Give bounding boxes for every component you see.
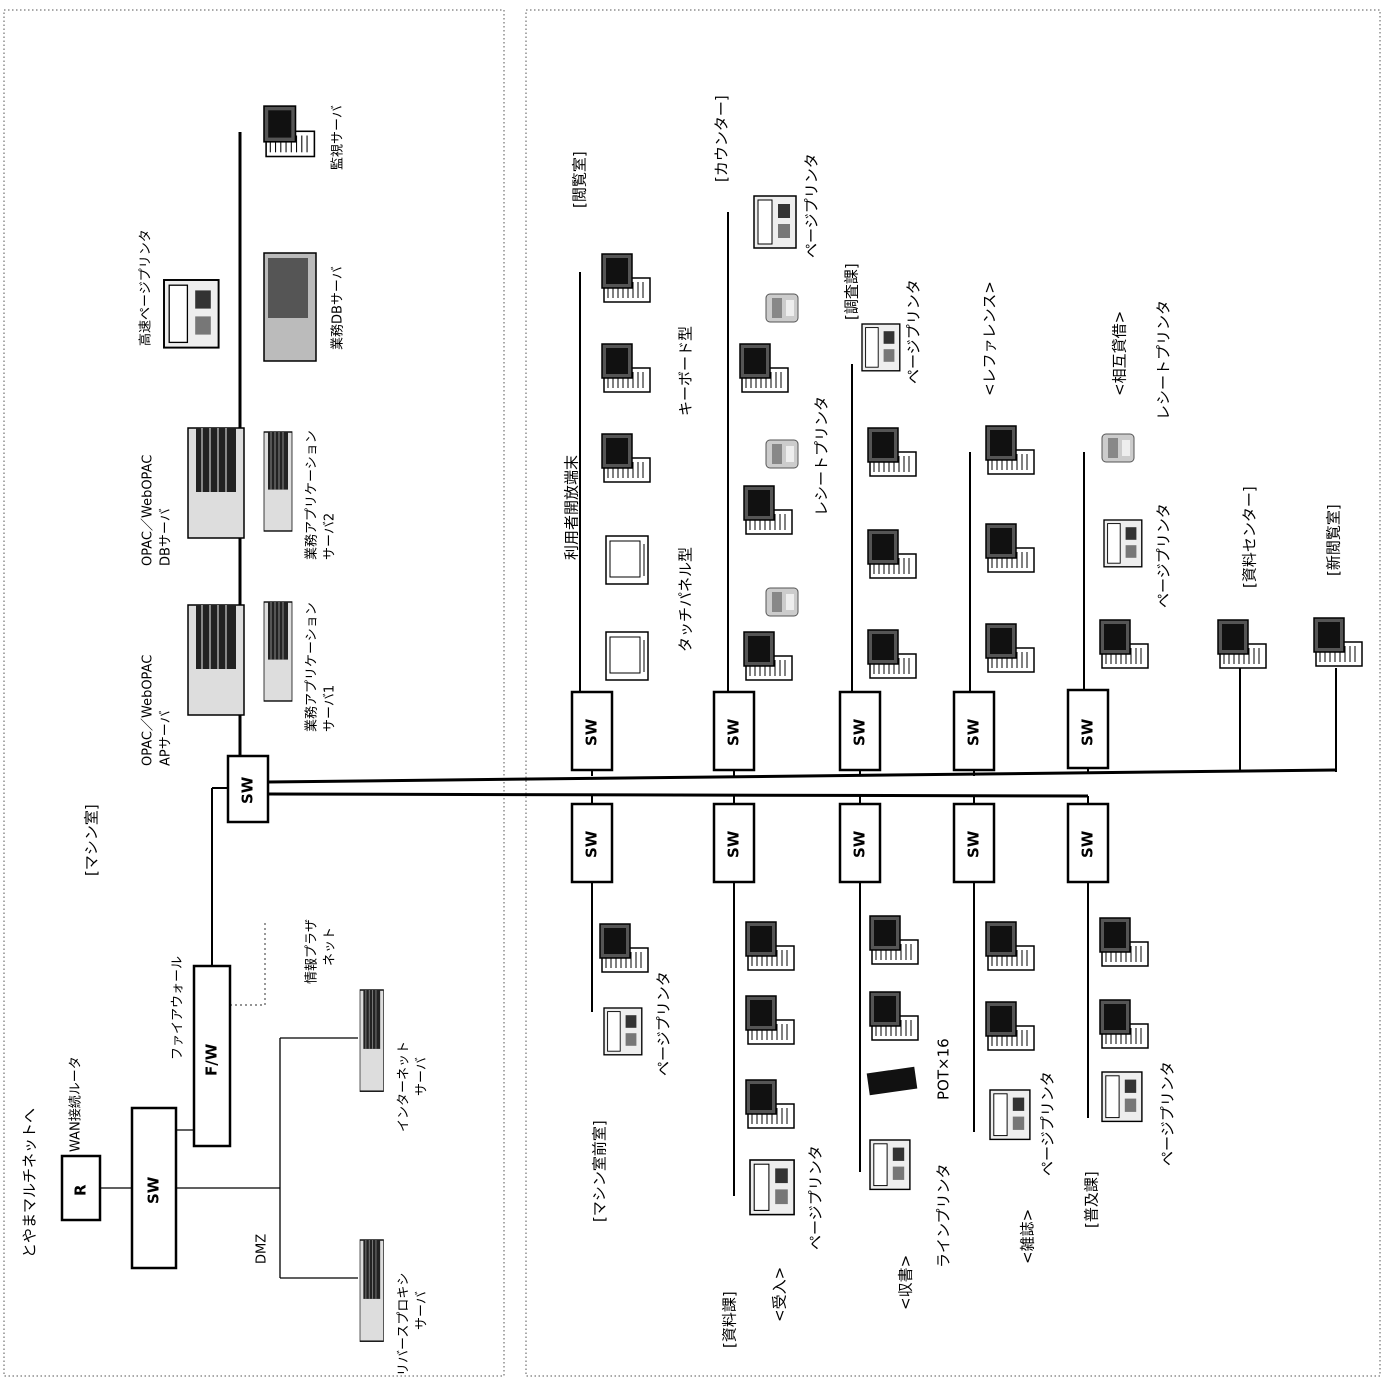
sw-reference-label: SW [965,718,983,746]
app2-2: サーバ2 [323,513,338,560]
info-plaza-1: 情報プラザ [305,919,320,984]
ill-devices [1099,433,1149,669]
touch-type-label: タッチパネル型 [677,547,695,652]
gyomu-db-server [263,252,317,362]
edge-switch [130,1106,178,1270]
ukeire-devices [745,921,795,1216]
sw-research-label: SW [851,718,869,746]
wan-router-label: WAN接続ルータ [68,1056,84,1152]
opac-ap-server [187,604,245,716]
research-page-printer: ページプリンタ [905,279,923,384]
machine-front-page-printer: ページプリンタ [655,971,673,1076]
keyboard-type-label: キーボード型 [677,326,695,416]
opac-ap-2: APサーバ [159,710,174,766]
sw-ukeire-label: SW [725,830,743,858]
reading-room-title: [閲覧室] [571,151,589,208]
shusho-title: <収書> [897,1255,915,1310]
zasshi-devices [985,921,1035,1141]
machine-room-title: [マシン室] [83,804,101,876]
internet-server-2: サーバ [415,1057,430,1096]
high-speed-printer [163,279,220,349]
opac-db-2: DBサーバ [159,508,174,566]
counter-devices [739,195,799,681]
sw-machine-front-label: SW [583,830,601,858]
counter-receipt-printer: レシートプリンタ [813,396,831,516]
opac-ap-1: OPAC／WebOPAC [141,655,156,766]
core-switch [226,754,270,824]
center-devices [1217,617,1363,669]
shusho-devices [866,915,919,1191]
monitor-server [263,105,316,158]
counter-page-printer: ページプリンタ [803,153,821,258]
user-terminals-label: 利用者開放端末 [563,455,581,560]
reference-devices [985,425,1035,673]
doc-center-title: [資料センター] [1241,486,1259,588]
reverse-proxy-2: サーバ [415,1291,430,1330]
gyomu-db-label: 業務DBサーバ [330,266,346,350]
fukyu-devices [1099,917,1149,1123]
internet-server [359,989,385,1093]
firewall-title: ファイアウォール [171,956,186,1060]
reverse-proxy-1: リバースプロキシ [397,1273,412,1376]
machine-front-devices [599,923,649,1056]
app-server-2 [263,431,293,532]
reverse-proxy-server [359,1239,385,1343]
office-area-panel [525,9,1381,1377]
app2-1: 業務アプリケーション [304,430,320,560]
firewall [192,964,232,1148]
internet-server-1: インターネット [397,1041,412,1132]
app1-1: 業務アプリケーション [304,602,320,732]
research-title: [調査課] [843,263,861,320]
app1-2: サーバ1 [323,685,338,732]
upper-switches [570,212,1110,776]
fukyu-title: [普及課] [1083,1171,1101,1228]
reference-title: <レファレンス> [981,281,999,396]
sw-ill-label: SW [1079,718,1097,746]
fukyu-page-printer: ページプリンタ [1159,1061,1177,1166]
zasshi-title: <雑誌> [1019,1209,1037,1264]
ill-title: <相互貸借> [1111,311,1129,396]
dmz-label: DMZ [255,1234,270,1264]
machine-room-panel [3,9,505,1377]
app-server-1 [263,601,293,702]
monitor-label: 監視サーバ [330,105,346,170]
wan-destination: とやまマルチネットへ [21,1108,39,1258]
sw-shusho-label: SW [851,830,869,858]
ill-page-printer: ページプリンタ [1155,503,1173,608]
hs-printer-label: 高速ページプリンタ [138,229,154,346]
shiryo-title: [資料課] [721,1291,739,1348]
edge-switch-label: SW [145,1176,163,1204]
opac-db-1: OPAC／WebOPAC [141,455,156,566]
new-reading-title: [新閲覧室] [1325,504,1343,576]
sw-reading-label: SW [583,718,601,746]
opac-db-server [187,427,245,539]
firewall-label: F/W [203,1043,221,1076]
counter-title: [カウンター] [713,95,731,182]
router-label: R [72,1184,90,1196]
backbone-lines [267,668,1337,798]
ill-receipt-printer: レシートプリンタ [1155,300,1173,420]
ukeire-page-printer: ページプリンタ [807,1145,825,1250]
lower-switches [570,796,1110,1196]
pot-label: POT×16 [935,1038,953,1100]
reading-room-devices [601,253,651,681]
sw-zasshi-label: SW [965,830,983,858]
sw-counter-label: SW [725,718,743,746]
sw-fukyu-label: SW [1079,830,1097,858]
machine-front-title: [マシン室前室] [591,1120,609,1222]
ukeire-title: <受入> [771,1267,789,1322]
wan-router [60,1154,102,1222]
zasshi-page-printer: ページプリンタ [1039,1071,1057,1176]
line-printer-label: ラインプリンタ [935,1163,953,1268]
info-plaza-2: ネット [323,927,338,966]
core-switch-label: SW [239,776,257,804]
